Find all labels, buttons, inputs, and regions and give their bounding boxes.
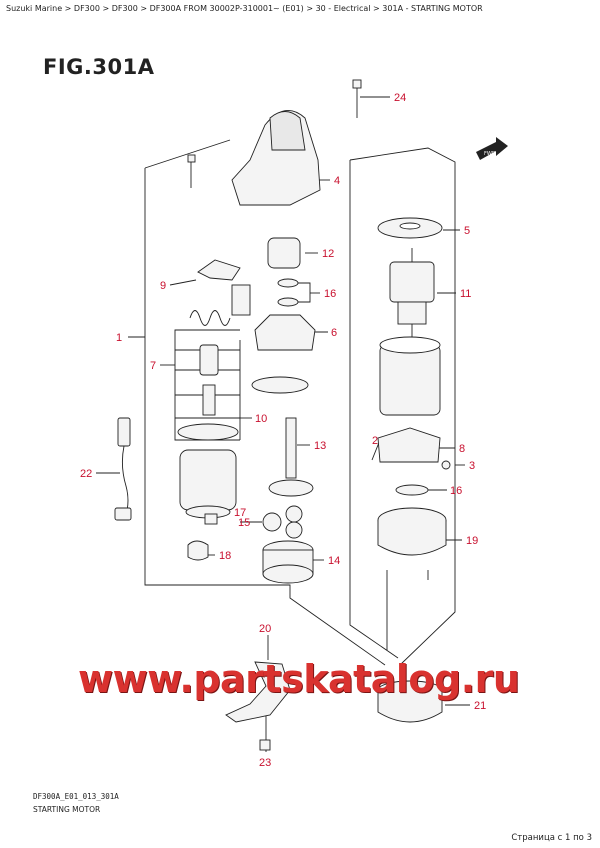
callout-number[interactable]: 16 bbox=[324, 288, 336, 300]
callout-number[interactable]: 11 bbox=[460, 288, 471, 300]
assembly-outline bbox=[349, 160, 399, 659]
callout-number[interactable]: 14 bbox=[328, 555, 340, 567]
figure-title: FIG.301A bbox=[43, 55, 155, 79]
page-info: Страница с 1 по 3 bbox=[511, 833, 592, 843]
callout-number[interactable]: 17 bbox=[234, 507, 246, 519]
callout-number[interactable]: 2 bbox=[372, 435, 378, 447]
callout-number[interactable]: 10 bbox=[255, 413, 267, 425]
callout-number[interactable]: 9 bbox=[160, 280, 166, 292]
callout-number[interactable]: 5 bbox=[464, 225, 470, 237]
callout-number[interactable]: 1 bbox=[116, 332, 122, 344]
breadcrumb: Suzuki Marine > DF300 > DF300 > DF300A F… bbox=[6, 4, 483, 13]
callout-number[interactable]: 16 bbox=[450, 485, 462, 497]
breadcrumb-separator: > bbox=[140, 4, 148, 13]
part-shapes bbox=[114, 79, 451, 751]
callout-number[interactable]: 8 bbox=[459, 443, 465, 455]
breadcrumb-current: 301A - STARTING MOTOR bbox=[382, 4, 483, 13]
callout-number[interactable]: 20 bbox=[259, 623, 271, 635]
callout-number[interactable]: 4 bbox=[334, 175, 340, 187]
callouts: 24 4 5 12 11 9 16 6 1 7 10 13 2 8 3 16 2… bbox=[80, 92, 486, 769]
callout-number[interactable]: 18 bbox=[219, 550, 231, 562]
callout-number[interactable]: 3 bbox=[469, 460, 475, 472]
breadcrumb-item[interactable]: DF300 bbox=[73, 4, 100, 13]
callout-number[interactable]: 24 bbox=[394, 92, 406, 104]
fwd-arrow-icon: FWD bbox=[476, 137, 508, 160]
breadcrumb-item[interactable]: DF300 bbox=[111, 4, 138, 13]
callout-number[interactable]: 6 bbox=[331, 327, 337, 339]
breadcrumb-separator: > bbox=[306, 4, 314, 13]
fwd-label: FWD bbox=[484, 151, 496, 157]
breadcrumb-separator: > bbox=[373, 4, 380, 13]
assembly-outline bbox=[144, 168, 386, 666]
breadcrumb-item[interactable]: DF300A FROM 30002P-310001~ (E01) bbox=[149, 4, 304, 13]
callout-number[interactable]: 7 bbox=[150, 360, 156, 372]
callout-number[interactable]: 22 bbox=[80, 468, 92, 480]
callout-number[interactable]: 13 bbox=[314, 440, 326, 452]
callout-number[interactable]: 15 bbox=[238, 517, 250, 529]
watermark: www.partskatalog.ru bbox=[78, 657, 520, 701]
breadcrumb-separator: > bbox=[64, 4, 72, 13]
diagram-name: STARTING MOTOR bbox=[33, 805, 101, 814]
assembly-outline bbox=[349, 147, 456, 666]
callout-number[interactable]: 19 bbox=[466, 535, 478, 547]
callout-number[interactable]: 23 bbox=[259, 757, 271, 769]
breadcrumb-item[interactable]: Suzuki Marine bbox=[6, 4, 63, 13]
callout-number[interactable]: 12 bbox=[322, 248, 334, 260]
assembly-outline bbox=[144, 139, 231, 169]
diagram-code: DF300A_E01_013_301A bbox=[33, 792, 119, 801]
callout-number[interactable]: 21 bbox=[474, 700, 486, 712]
breadcrumb-item[interactable]: 30 - Electrical bbox=[315, 4, 371, 13]
breadcrumb-separator: > bbox=[102, 4, 110, 13]
